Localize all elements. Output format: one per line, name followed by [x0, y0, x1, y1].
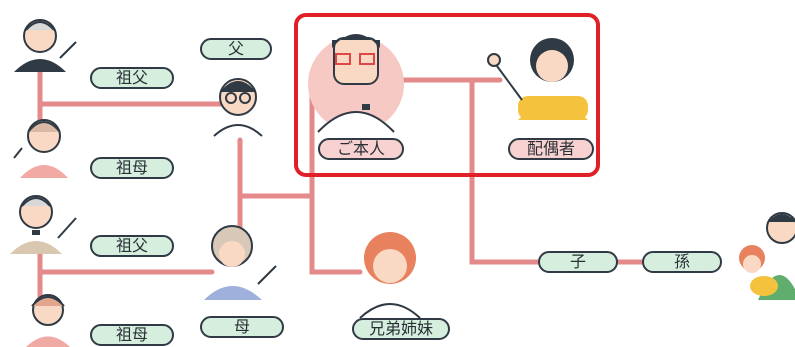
self-figure	[308, 34, 404, 133]
children-line	[469, 77, 548, 265]
mother-label: 母	[200, 316, 284, 338]
self-label: ご本人	[318, 138, 404, 160]
trunk-to-siblings-line	[309, 77, 363, 275]
siblings-label: 兄弟姉妹	[352, 318, 450, 340]
grandfather-figure-1	[14, 19, 77, 72]
self-highlight-frame	[294, 13, 600, 177]
grandmother-figure-1	[13, 119, 68, 178]
maternal-grandparents-line	[37, 249, 215, 303]
grandchild-label: 孫	[642, 251, 722, 273]
father-figure	[213, 78, 263, 137]
mother-figure	[204, 225, 277, 300]
grandmother-label-2: 祖母	[90, 324, 174, 346]
grandmother-figure-2	[26, 294, 70, 347]
spouse-figure	[487, 38, 588, 120]
grandfather-label-1: 祖父	[90, 67, 174, 89]
connector-lines	[37, 67, 653, 303]
grandmother-label-1: 祖母	[90, 157, 174, 179]
grandchild-figure	[739, 212, 795, 300]
father-label: 父	[200, 38, 272, 60]
spouse-label: 配偶者	[508, 138, 594, 160]
grandfather-label-2: 祖父	[90, 235, 174, 257]
siblings-figure	[359, 232, 421, 319]
grandfather-figure-2	[10, 195, 77, 254]
child-label: 子	[538, 251, 618, 273]
